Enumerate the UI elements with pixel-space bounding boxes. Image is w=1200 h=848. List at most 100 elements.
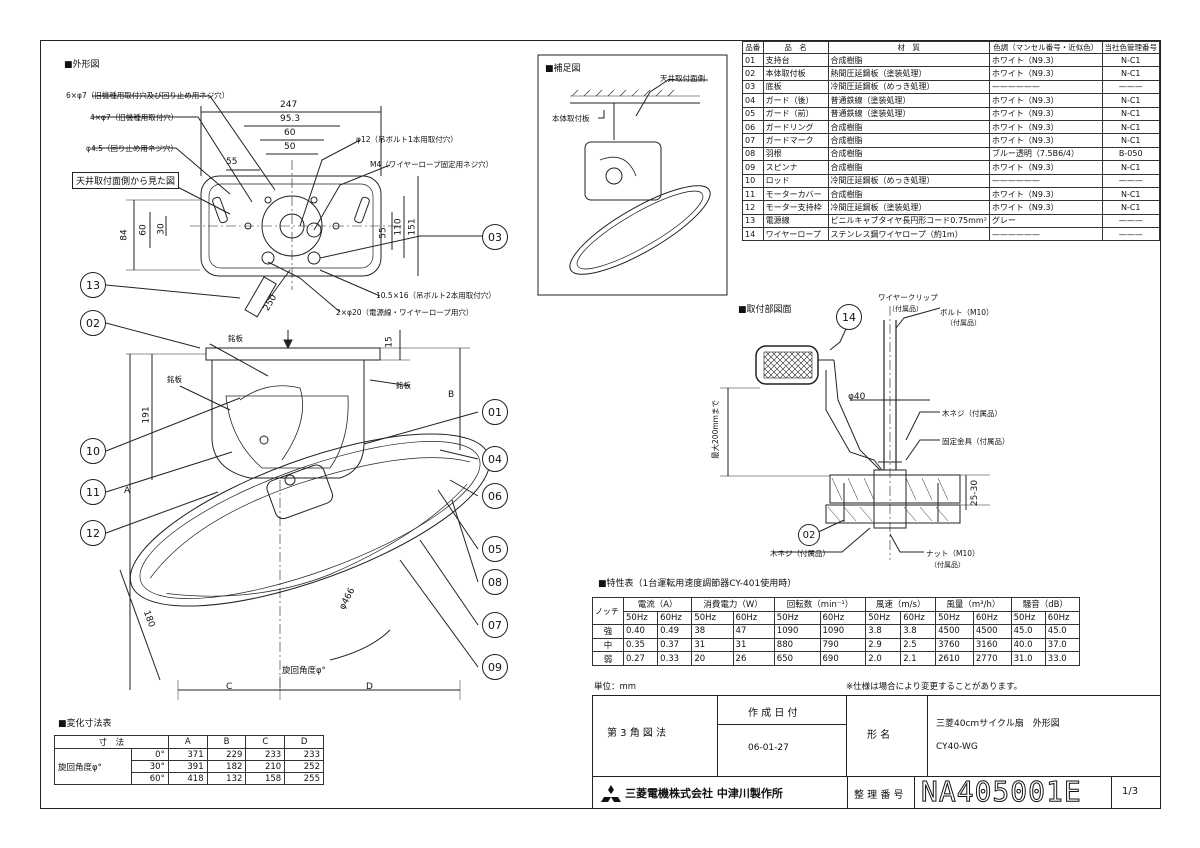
spec-value-cell: 0.40 xyxy=(622,624,659,639)
dim-60v: 60 xyxy=(138,224,149,236)
parts-cell: 03 xyxy=(742,79,764,95)
spec-value-cell: 2.5 xyxy=(900,637,937,653)
body-plate-label: 本体取付板 xyxy=(552,114,590,123)
spec-value-cell: 0.37 xyxy=(657,637,693,653)
parts-cell: 01 xyxy=(742,52,764,68)
mitsubishi-logo-icon xyxy=(601,785,621,803)
dim-60: 60 xyxy=(284,128,296,138)
spec-hz-cell: 50Hz xyxy=(1010,610,1046,626)
parts-cell: 冷間圧延鋼板（塗装処理） xyxy=(827,200,990,215)
parts-cell: 電源線 xyxy=(762,213,829,229)
parts-cell: ホワイト（N9.3） xyxy=(988,66,1103,81)
parts-header-material: 材 質 xyxy=(827,41,990,54)
spec-change-note: ※仕様は場合により変更することがあります。 xyxy=(846,682,1023,692)
dim-D: D xyxy=(366,682,373,692)
spec-notch-cell: 強 xyxy=(592,624,624,639)
spec-heading: ■特性表（1台運転用速度調節器CY-401使用時） xyxy=(598,579,797,589)
parts-cell: スピンナ xyxy=(762,160,829,175)
parts-cell: 09 xyxy=(742,160,764,175)
var-header-B: B xyxy=(206,735,247,749)
tb-form-label: 形 名 xyxy=(867,730,891,741)
var-value-cell: 158 xyxy=(245,772,286,785)
parts-cell: ホワイト（N9.3） xyxy=(988,52,1103,68)
spec-value-cell: 2770 xyxy=(972,651,1012,666)
parts-cell: —————— xyxy=(988,79,1103,95)
parts-cell: N-C1 xyxy=(1101,66,1160,81)
tb-sheet-cell: 1/3 xyxy=(1111,776,1161,809)
parts-cell: N-C1 xyxy=(1101,119,1160,135)
phi12-note: φ12（吊ボルト1本用取付穴） xyxy=(356,135,458,144)
parts-cell: ホワイト（N9.3） xyxy=(988,133,1103,148)
callout-04: 04 xyxy=(482,446,508,472)
dim-50: 50 xyxy=(284,142,296,152)
spec-value-cell: 38 xyxy=(691,624,734,639)
parts-cell: 合成樹脂 xyxy=(827,133,990,148)
spec-notch-header: ノッチ xyxy=(592,596,624,626)
callout-01: 01 xyxy=(482,399,508,425)
parts-cell: ブルー透明（7.5B6/4） xyxy=(988,146,1103,162)
parts-header-no: 品番 xyxy=(742,41,764,54)
parts-cell: ガード（前） xyxy=(762,106,829,121)
var-value-cell: 233 xyxy=(284,748,324,761)
spec-value-cell: 4500 xyxy=(972,624,1012,639)
parts-cell: 05 xyxy=(742,106,764,121)
parts-cell: 06 xyxy=(742,119,764,135)
parts-cell: 冷間圧延鋼板（めっき処理） xyxy=(827,173,990,188)
parts-cell: N-C1 xyxy=(1101,106,1160,121)
dim-95-3: 95.3 xyxy=(280,114,301,124)
parts-cell: ホワイト（N9.3） xyxy=(988,186,1103,202)
bolt-label: ボルト（M10） xyxy=(940,308,994,317)
dim-55a: 55 xyxy=(226,157,238,167)
dim-25-30: 25-30 xyxy=(970,479,981,507)
callout-09: 09 xyxy=(482,654,508,680)
tb-projection-cell: 第 3 角 図 法 xyxy=(592,695,718,777)
tb-product-cell: 三菱40cmサイクル扇 外形図 CY40-WG xyxy=(927,695,1161,777)
spec-value-cell: 1090 xyxy=(773,624,821,639)
parts-cell: 冷間圧延鋼板（めっき処理） xyxy=(827,79,990,95)
spec-value-cell: 47 xyxy=(732,624,775,639)
spec-value-cell: 2610 xyxy=(935,651,974,666)
spec-value-cell: 690 xyxy=(819,651,867,666)
spec-value-cell: 1090 xyxy=(819,624,867,639)
spec-hz-cell: 50Hz xyxy=(691,610,734,626)
parts-cell: 11 xyxy=(742,186,764,202)
spec-value-cell: 0.27 xyxy=(622,651,659,666)
parts-cell: ——— xyxy=(1101,213,1160,229)
parts-cell: N-C1 xyxy=(1101,133,1160,148)
var-value-cell: 229 xyxy=(206,748,247,761)
parts-cell: 本体取付板 xyxy=(762,66,829,81)
spec-hz-cell: 60Hz xyxy=(819,610,867,626)
var-value-cell: 233 xyxy=(245,748,286,761)
spec-group-current: 電流（A） xyxy=(622,597,693,612)
dim-55b: 55 xyxy=(378,227,389,239)
callout-05: 05 xyxy=(482,536,508,562)
spec-value-cell: 45.0 xyxy=(1010,624,1046,639)
unit-note: 単位：mm xyxy=(594,682,637,692)
spec-group-rpm: 回転数（min⁻¹） xyxy=(773,597,867,612)
spec-value-cell: 31 xyxy=(691,637,734,653)
var-value-cell: 255 xyxy=(284,772,324,785)
parts-cell: 合成樹脂 xyxy=(827,52,990,68)
dim-B: B xyxy=(448,390,455,400)
parts-cell: ホワイト（N9.3） xyxy=(988,106,1103,121)
var-header-D: D xyxy=(284,735,324,749)
tb-drawing-no-label-cell: 整 理 番 号 xyxy=(847,776,915,809)
parts-cell: 13 xyxy=(742,213,764,229)
supplement-heading: ■補足図 xyxy=(545,64,581,74)
spec-value-cell: 33.0 xyxy=(1044,651,1081,666)
callout-10: 10 xyxy=(80,438,106,464)
spec-hz-cell: 50Hz xyxy=(773,610,821,626)
parts-header-name: 品 名 xyxy=(762,41,829,54)
spec-group-velocity: 風速（m/s） xyxy=(865,597,937,612)
var-angle-cell: 60° xyxy=(131,772,169,785)
parts-cell: ホワイト（N9.3） xyxy=(988,160,1103,175)
parts-cell: N-C1 xyxy=(1101,93,1160,108)
parts-cell: 合成樹脂 xyxy=(827,119,990,135)
spec-value-cell: 0.33 xyxy=(657,651,693,666)
tb-created-label-cell: 作 成 日 付 xyxy=(717,695,847,725)
